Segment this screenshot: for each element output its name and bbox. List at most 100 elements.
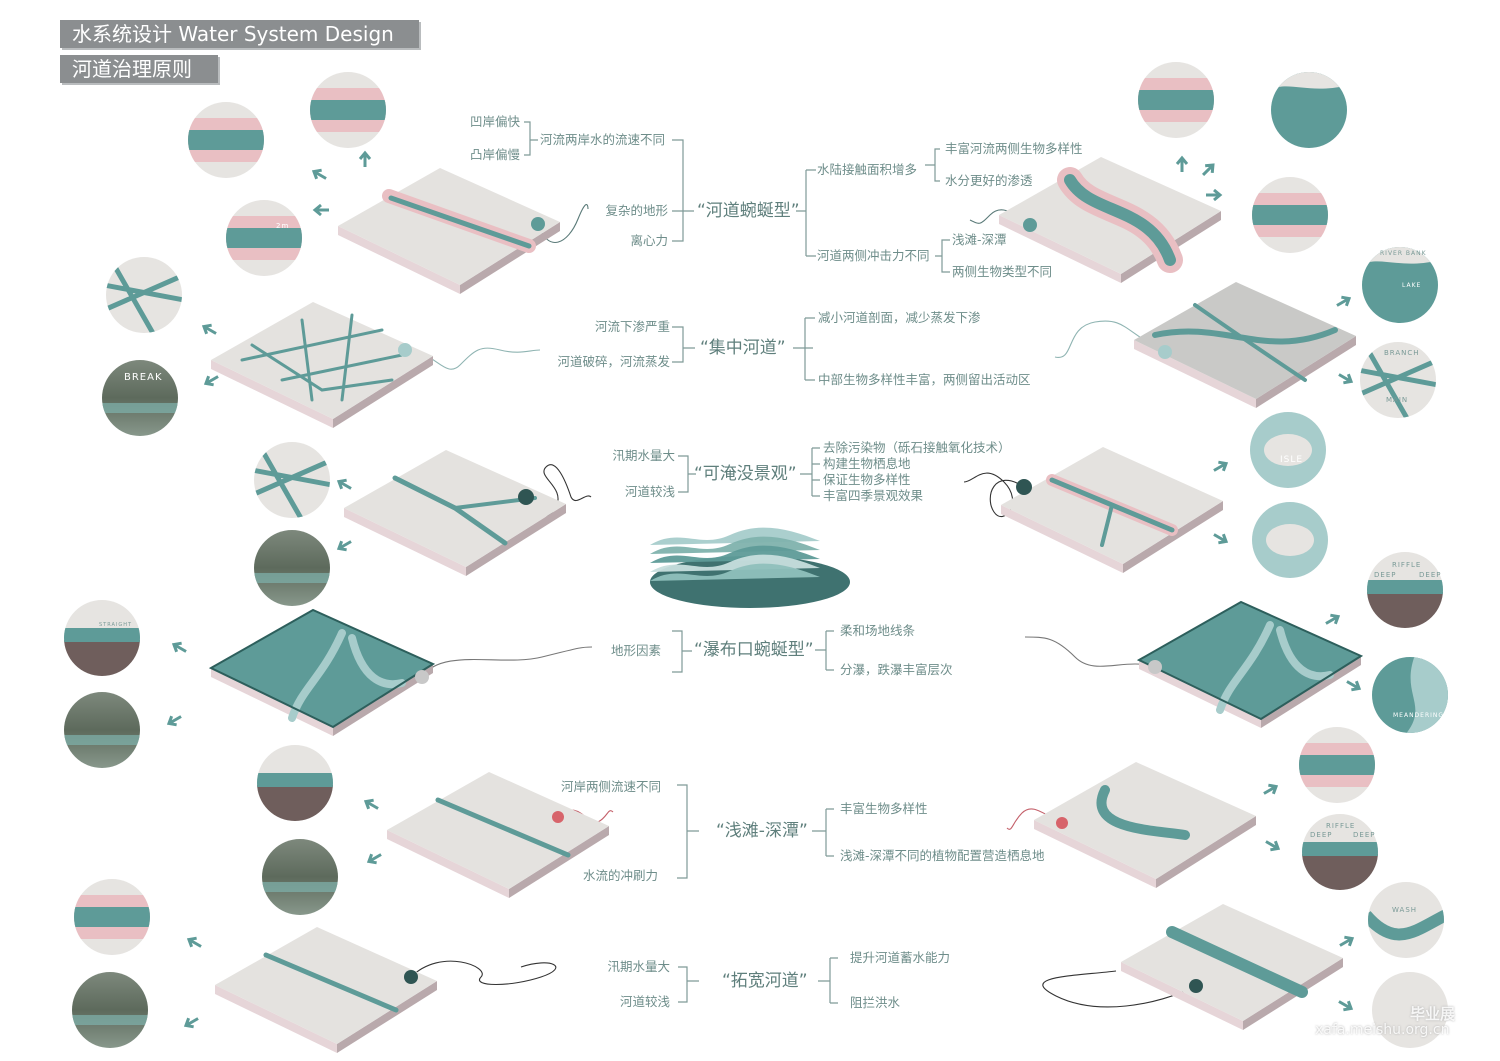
- bracket: [815, 630, 834, 671]
- plate-side: [999, 215, 1121, 283]
- terrain-plate: [1134, 282, 1356, 408]
- cause: 离心力: [630, 233, 668, 248]
- connector: [421, 646, 593, 678]
- plate-side: [387, 830, 509, 898]
- river: [348, 634, 406, 689]
- arrow-icon: [171, 641, 187, 653]
- water: [102, 403, 178, 413]
- wave-layer: [650, 563, 820, 581]
- plate-side: [1261, 656, 1361, 728]
- bracket: [812, 808, 834, 857]
- effect-sub: 浅滩-深潭: [952, 232, 1007, 247]
- circle-label-branch: BRANCH: [1384, 349, 1420, 357]
- circle-bg: [64, 692, 140, 768]
- principle-title: “集中河道”: [700, 338, 786, 358]
- detail-circle: [74, 879, 150, 955]
- river: [388, 195, 532, 249]
- plate-side: [1034, 820, 1156, 888]
- terrain-plate: [208, 608, 436, 736]
- connector-dot: [1056, 817, 1068, 829]
- detail-circle: [254, 442, 330, 518]
- soil: [1367, 592, 1443, 628]
- water-band: [310, 100, 386, 120]
- circle-content: [74, 879, 150, 955]
- circle-label-deep: DEEP: [1310, 831, 1333, 839]
- circle-content: [1368, 882, 1444, 958]
- circle-content: [188, 102, 264, 178]
- plate-top: [338, 168, 560, 285]
- effect-sub: 两侧生物类型不同: [952, 264, 1053, 279]
- island: [1266, 524, 1314, 556]
- plate-side: [215, 985, 337, 1053]
- cause: 水流的冲刷力: [582, 868, 658, 883]
- arrow-icon: [1201, 163, 1215, 177]
- cause-sub: 凸岸偏慢: [470, 147, 521, 162]
- arrow-icon: [358, 150, 372, 167]
- connector: [1042, 970, 1197, 1008]
- circle-bg: [102, 360, 178, 436]
- bracket: [935, 239, 950, 273]
- circle-label-break: BREAK: [124, 372, 163, 383]
- river: [435, 797, 571, 858]
- cause: 河道较浅: [624, 484, 675, 499]
- circle-content: [1372, 657, 1448, 733]
- detail-circle: [262, 839, 338, 915]
- detail-circle: [64, 600, 140, 676]
- detail-circle: [226, 200, 302, 276]
- arrow-icon: [1206, 188, 1223, 202]
- principle-title: “瀑布口蜿蜒型”: [694, 640, 814, 660]
- connector-dot: [518, 489, 534, 505]
- bracket: [818, 957, 838, 1004]
- circle-bg: [1372, 972, 1448, 1048]
- effect: 减小河道剖面，减少蒸发下渗: [818, 310, 981, 325]
- arrow-icon: [1346, 680, 1362, 692]
- plate-edge: [208, 608, 436, 729]
- circle-content: [1271, 72, 1347, 148]
- bracket: [925, 148, 940, 182]
- river: [1166, 926, 1308, 998]
- river-lines: [106, 263, 182, 333]
- circle-label-straight: STRAIGHT: [99, 622, 133, 628]
- watermark-label: 毕业展: [1410, 1005, 1456, 1023]
- arrow-icon: [1213, 533, 1229, 545]
- watermark-url: xafa.meishu.org.cn: [1315, 1022, 1450, 1038]
- arrow-icon: [336, 540, 352, 552]
- detail-circle: [257, 745, 333, 821]
- arrow-icon: [166, 715, 182, 727]
- detail-circle: [102, 360, 178, 436]
- bracket-lines: [524, 121, 950, 1004]
- river: [1193, 303, 1307, 382]
- circle-content: [102, 360, 178, 436]
- circle-content: [1252, 502, 1328, 578]
- circle-content: [226, 200, 302, 276]
- bracket: [524, 121, 538, 156]
- effect: 丰富四季景观效果: [823, 488, 924, 503]
- circle-content: [254, 442, 330, 518]
- plate-side: [344, 508, 466, 576]
- bracket: [800, 447, 820, 497]
- plate-side: [509, 826, 609, 898]
- cause: 河道较浅: [619, 994, 670, 1009]
- circle-label-deep: DEEP: [1353, 831, 1376, 839]
- circle-label-riffle: RIFFLE: [1392, 561, 1422, 569]
- circle-content: [257, 745, 333, 821]
- arrow-icon: [186, 936, 202, 948]
- water-band: [1299, 755, 1375, 775]
- water-band: [188, 130, 264, 150]
- arrow-icon: [183, 1017, 199, 1029]
- cause-sub: 凹岸偏快: [470, 114, 521, 129]
- connector: [1024, 636, 1156, 668]
- cause: 地形因素: [610, 643, 661, 658]
- plate-top: [215, 927, 437, 1044]
- effect: 中部生物多样性丰富，两侧留出活动区: [818, 372, 1031, 387]
- detail-circle: [310, 72, 386, 148]
- plate-top: [1034, 762, 1256, 879]
- principle-title: “浅滩-深潭”: [716, 821, 808, 841]
- water-band: [1138, 90, 1214, 110]
- cause: 河道破碎，河流蒸发: [557, 354, 670, 369]
- bracket: [672, 630, 692, 673]
- detail-circle: [1372, 657, 1448, 733]
- water: [1368, 909, 1444, 941]
- circle-label-depth: 2m: [276, 222, 290, 230]
